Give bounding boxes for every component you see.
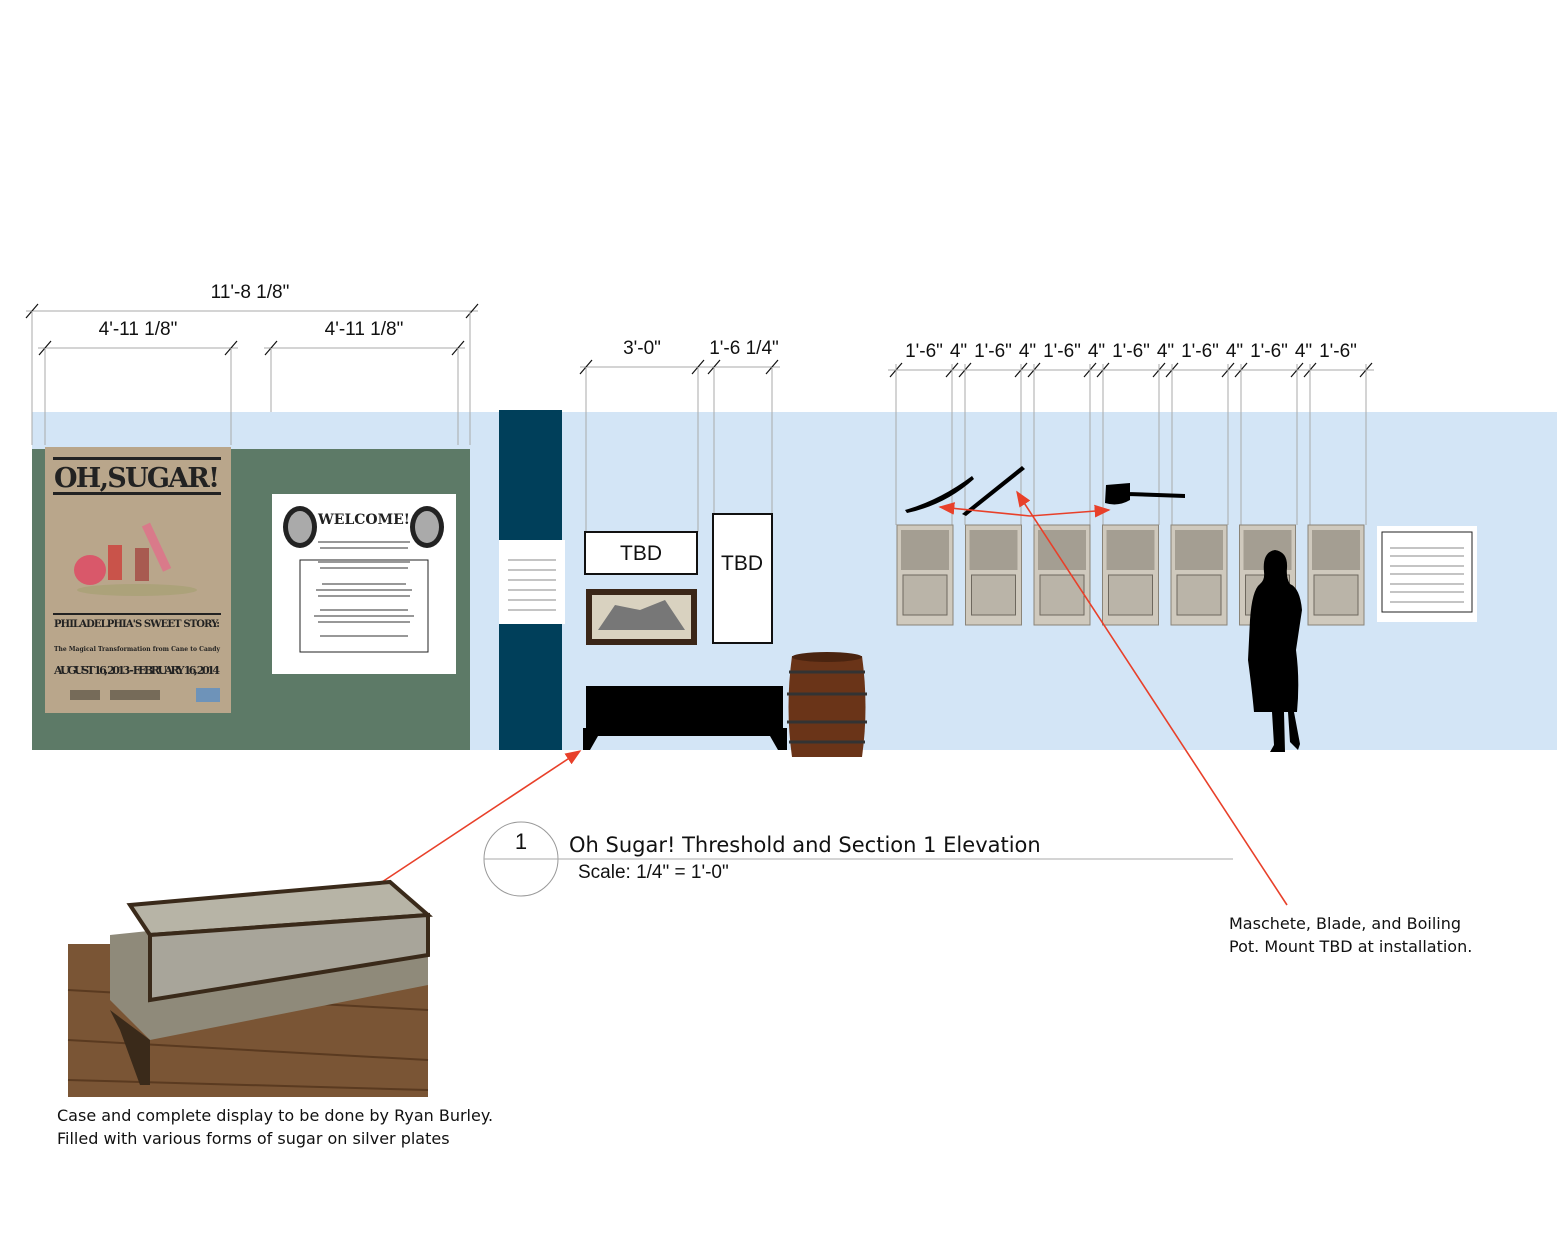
engraving-print bbox=[1307, 524, 1365, 626]
text-panel bbox=[1377, 526, 1477, 622]
dimension-case-label: 3'-0" bbox=[623, 338, 661, 359]
engraving-print bbox=[1102, 524, 1159, 626]
tbd-placeholder-2: TBD bbox=[712, 513, 773, 644]
dimension-print-row: 1'-6" 4" 1'-6" 4" 1'-6" 4" 1'-6" 4" 1'-6" 4" 1'-6"… bbox=[888, 341, 1374, 525]
dimension-overall: 11'-8 1/8" bbox=[25, 282, 479, 445]
drawing-title-block: 1 Oh Sugar! Threshold and Section 1 Elev… bbox=[483, 821, 1233, 897]
engraving-print bbox=[965, 524, 1022, 626]
drawing-scale: Scale: 1/4" = 1'-0" bbox=[578, 862, 729, 883]
dimension-overall-label: 11'-8 1/8" bbox=[211, 282, 290, 303]
dimension-print-label: 1'-6" bbox=[1043, 341, 1081, 362]
dimension-panel-left-label: 4'-11 1/8" bbox=[99, 319, 178, 340]
poster-dates: AUGUST 16, 2013 - FEBRUARY 16, 2014 bbox=[53, 664, 220, 677]
dimension-tbd-label: 1'-6 1/4" bbox=[709, 338, 779, 359]
tbd-label-2: TBD bbox=[721, 552, 763, 575]
display-case-bench bbox=[583, 686, 787, 750]
boiling-pot-icon bbox=[1105, 483, 1185, 505]
tools-note-line-1: Maschete, Blade, and Boiling bbox=[1229, 914, 1461, 933]
barrel bbox=[787, 652, 867, 757]
poster-subtitle: PHILADELPHIA'S SWEET STORY: bbox=[54, 619, 220, 630]
dimension-print-label: 1'-6" bbox=[1250, 341, 1288, 362]
engraving-print bbox=[1170, 524, 1228, 626]
tbd-label-1: TBD bbox=[620, 542, 662, 565]
dimension-print-label: 4" bbox=[950, 341, 967, 362]
case-note-line-2: Filled with various forms of sugar on si… bbox=[57, 1129, 450, 1148]
annotation-arrows bbox=[381, 490, 1288, 906]
dimension-print-label: 1'-6" bbox=[1319, 341, 1357, 362]
human-silhouette bbox=[1248, 550, 1302, 752]
poster-title: OH,SUGAR! bbox=[54, 463, 220, 494]
case-note-line-1: Case and complete display to be done by … bbox=[57, 1106, 493, 1125]
blade-icon bbox=[962, 466, 1025, 516]
welcome-title: WELCOME! bbox=[317, 512, 410, 528]
dimension-print-label: 4" bbox=[1295, 341, 1312, 362]
framed-print bbox=[586, 589, 697, 645]
dimension-panels: 4'-11 1/8" 4'-11 1/8" bbox=[38, 319, 465, 445]
dimension-panel-right-label: 4'-11 1/8" bbox=[325, 319, 404, 340]
tbd-placeholder-1: TBD bbox=[584, 531, 698, 575]
dimension-print-label: 1'-6" bbox=[905, 341, 943, 362]
column-sign bbox=[499, 540, 565, 624]
dimension-print-label: 1'-6" bbox=[974, 341, 1012, 362]
tools-note-line-2: Pot. Mount TBD at installation. bbox=[1229, 937, 1472, 956]
dimension-print-label: 1'-6" bbox=[1112, 341, 1150, 362]
engraving-print bbox=[896, 524, 954, 626]
engraving-print bbox=[1033, 524, 1091, 626]
poster-tagline: The Magical Transformation from Cane to … bbox=[54, 646, 221, 653]
exhibit-poster: OH,SUGAR! PHILADELPHIA'S SWEET STORY: Th… bbox=[45, 447, 231, 713]
case-reference-photo bbox=[67, 879, 433, 1097]
dimension-case: 3'-0" 1'-6 1/4" bbox=[579, 338, 780, 532]
dimension-print-label: 4" bbox=[1157, 341, 1174, 362]
dimension-print-label: 4" bbox=[1088, 341, 1105, 362]
machete-icon bbox=[905, 476, 974, 513]
drawing-title: Oh Sugar! Threshold and Section 1 Elevat… bbox=[569, 833, 1041, 857]
welcome-sign: WELCOME! bbox=[272, 494, 456, 674]
dimension-print-label: 4" bbox=[1019, 341, 1036, 362]
engraving-prints bbox=[896, 524, 1365, 626]
dimension-print-label: 1'-6" bbox=[1181, 341, 1219, 362]
drawing-number: 1 bbox=[515, 829, 527, 854]
dimension-print-label: 4" bbox=[1226, 341, 1243, 362]
